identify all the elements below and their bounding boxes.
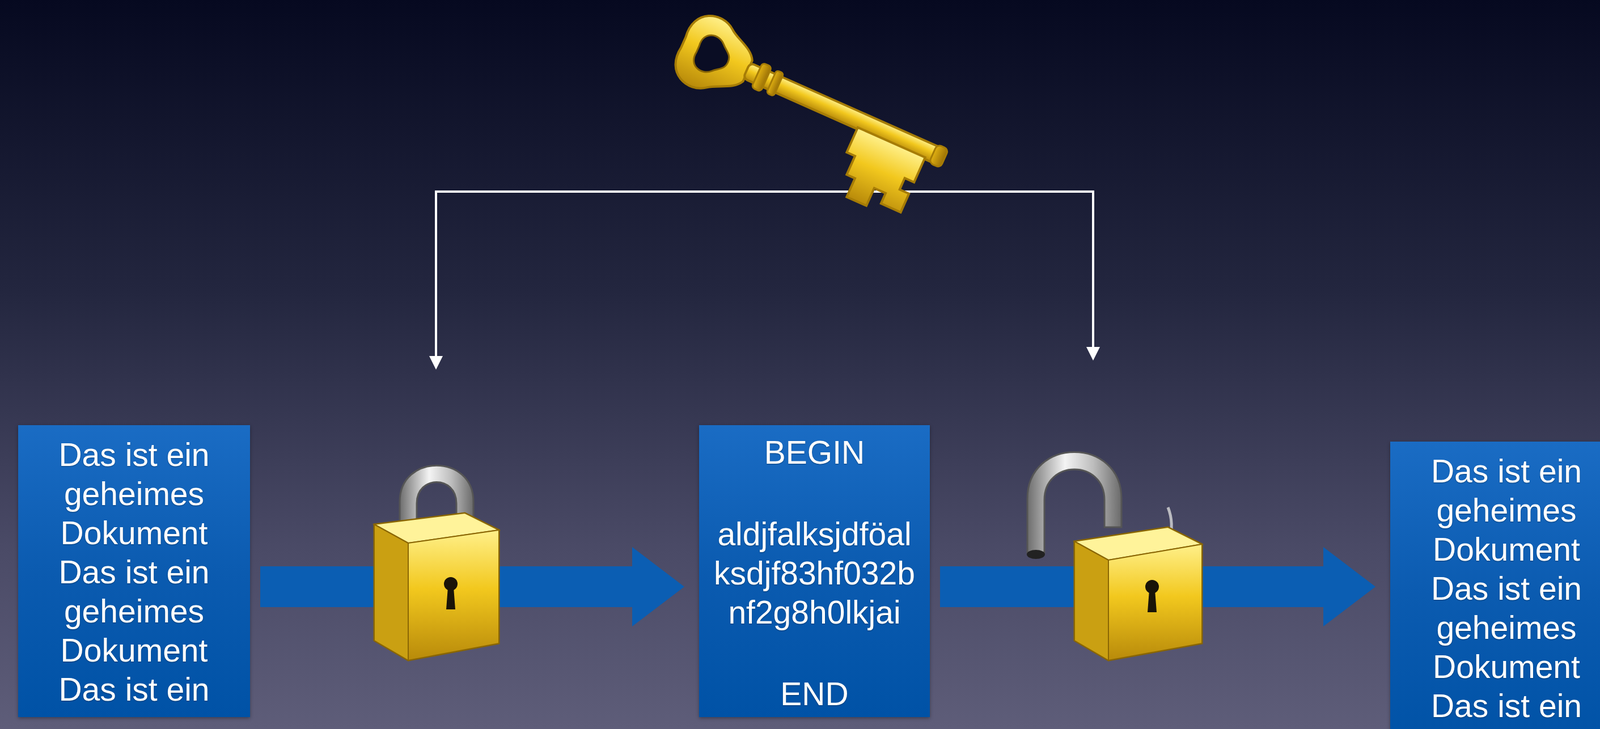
bracket-arrowhead (429, 356, 443, 370)
box-text: END (711, 674, 918, 714)
key-bracket (436, 191, 1094, 359)
document-box: BEGIN aldjfalksjdföal ksdjf83hf032b nf2g8… (699, 425, 930, 718)
box-text: Das ist ein geheimes Dokument Das ist ei… (30, 435, 238, 710)
open-padlock (1026, 452, 1202, 662)
document-box: Das ist ein geheimes Dokument Das ist ei… (1390, 441, 1600, 729)
bracket-arrowhead (1086, 346, 1100, 361)
box-text: aldjfalksjdföal ksdjf83hf032b nf2g8h0lkj… (711, 514, 918, 633)
closed-padlock (374, 465, 499, 661)
box-text: BEGIN (711, 433, 918, 473)
key-icon (652, 8, 960, 228)
box-text: Das ist ein geheimes Dokument Das ist ei… (1402, 451, 1600, 726)
document-box: Das ist ein geheimes Dokument Das ist ei… (18, 425, 251, 718)
